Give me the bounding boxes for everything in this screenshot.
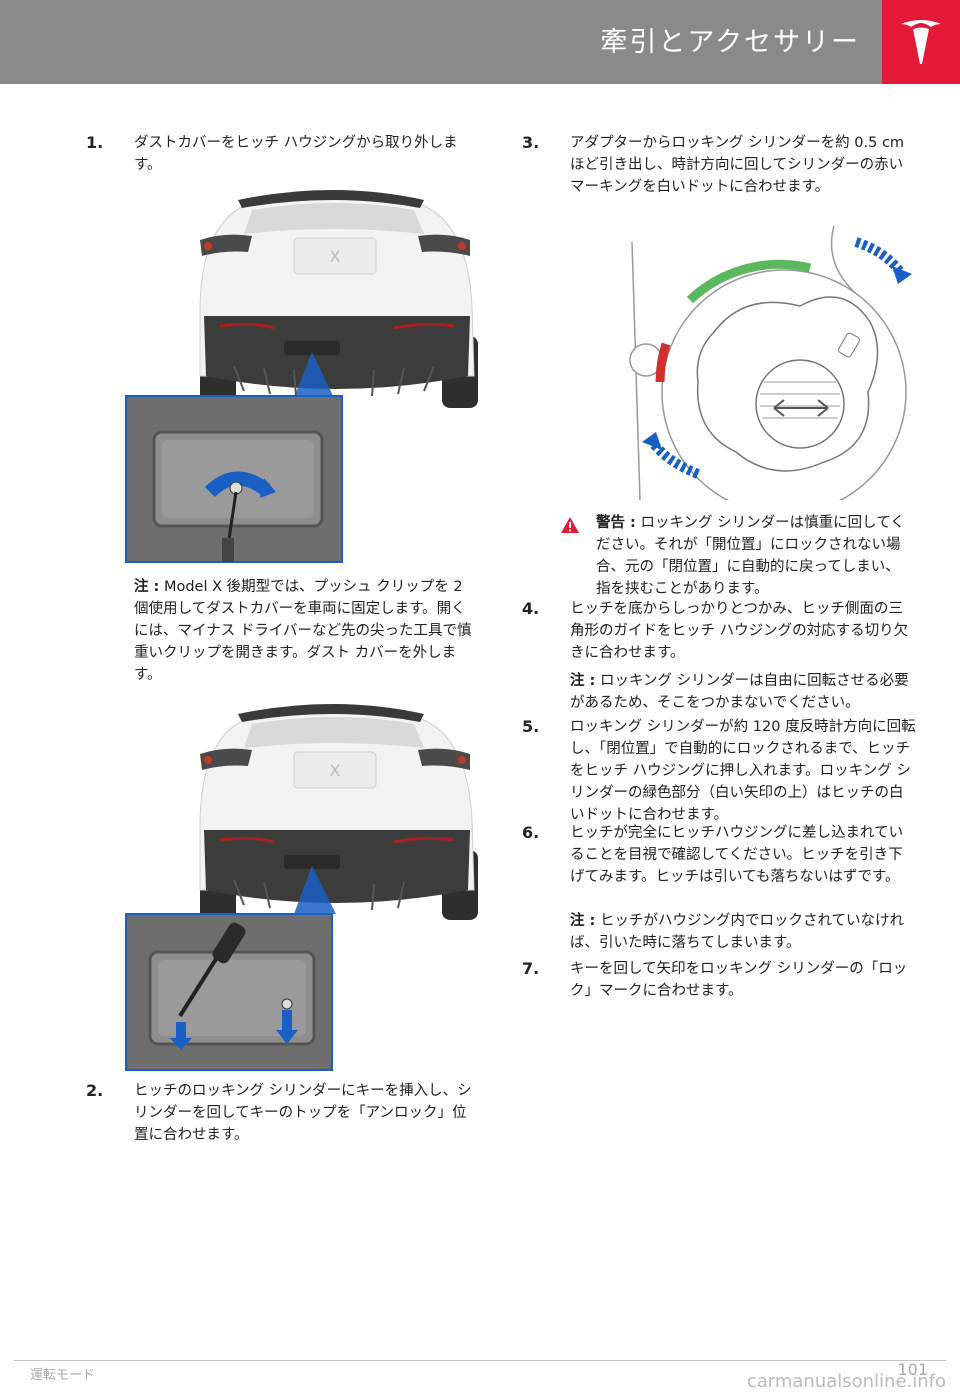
note-push-clips: 注 : Model X 後期型では、プッシュ クリップを 2 個使用してダストカ… [134, 579, 472, 683]
figure-locking-cylinder [624, 222, 916, 500]
step-4: 4. ヒッチを底からしっかりとつかみ、ヒッチ側面の三角形のガイドをヒッチ ハウジ… [522, 599, 909, 661]
svg-text:X: X [330, 247, 341, 266]
tesla-t-logo-icon [901, 20, 941, 64]
figure-dust-cover-removal: X [125, 186, 482, 563]
step-2: 2. ヒッチのロッキング シリンダーにキーを挿入し、シリンダーを回してキーのトッ… [86, 1081, 472, 1143]
page-number: 101 [897, 1360, 928, 1379]
note-do-not-grip: 注 : ロッキング シリンダーは自由に回転させる必要があるため、そこをつかまない… [570, 673, 909, 711]
footer-divider [14, 1360, 946, 1361]
warning-cylinder: 警告 : ロッキング シリンダーは慎重に回してください。それが「開位置」にロック… [596, 515, 905, 597]
svg-text:X: X [330, 761, 341, 780]
step-7: 7. キーを回して矢印をロッキング シリンダーの「ロック」マークに合わせます。 [522, 959, 908, 999]
warning-triangle-icon [561, 517, 579, 533]
step-1: 1. ダストカバーをヒッチ ハウジングから取り外します。 [86, 133, 458, 173]
section-title: 牽引とアクセサリー [600, 27, 860, 58]
watermark: carmanualsonline.info [746, 1371, 946, 1392]
step-3: 3. アダプターからロッキング シリンダーを約 0.5 cm ほど引き出し、時計… [522, 133, 905, 195]
step-5: 5. ロッキング シリンダーが約 120 度反時計方向に回転し、「閉位置」で自動… [522, 717, 916, 823]
note-hitch-lock: 注 : ヒッチがハウジング内でロックされていなければ、引いた時に落ちてしまいます… [570, 913, 905, 951]
footer-section: 運転モード [30, 1368, 96, 1383]
figure-clip-opening: X [125, 704, 478, 1071]
page-header: 牽引とアクセサリー [0, 0, 960, 84]
brand-logo [882, 0, 960, 84]
step-6: 6. ヒッチが完全にヒッチハウジングに差し込まれていることを目視で確認してくださ… [522, 823, 904, 885]
